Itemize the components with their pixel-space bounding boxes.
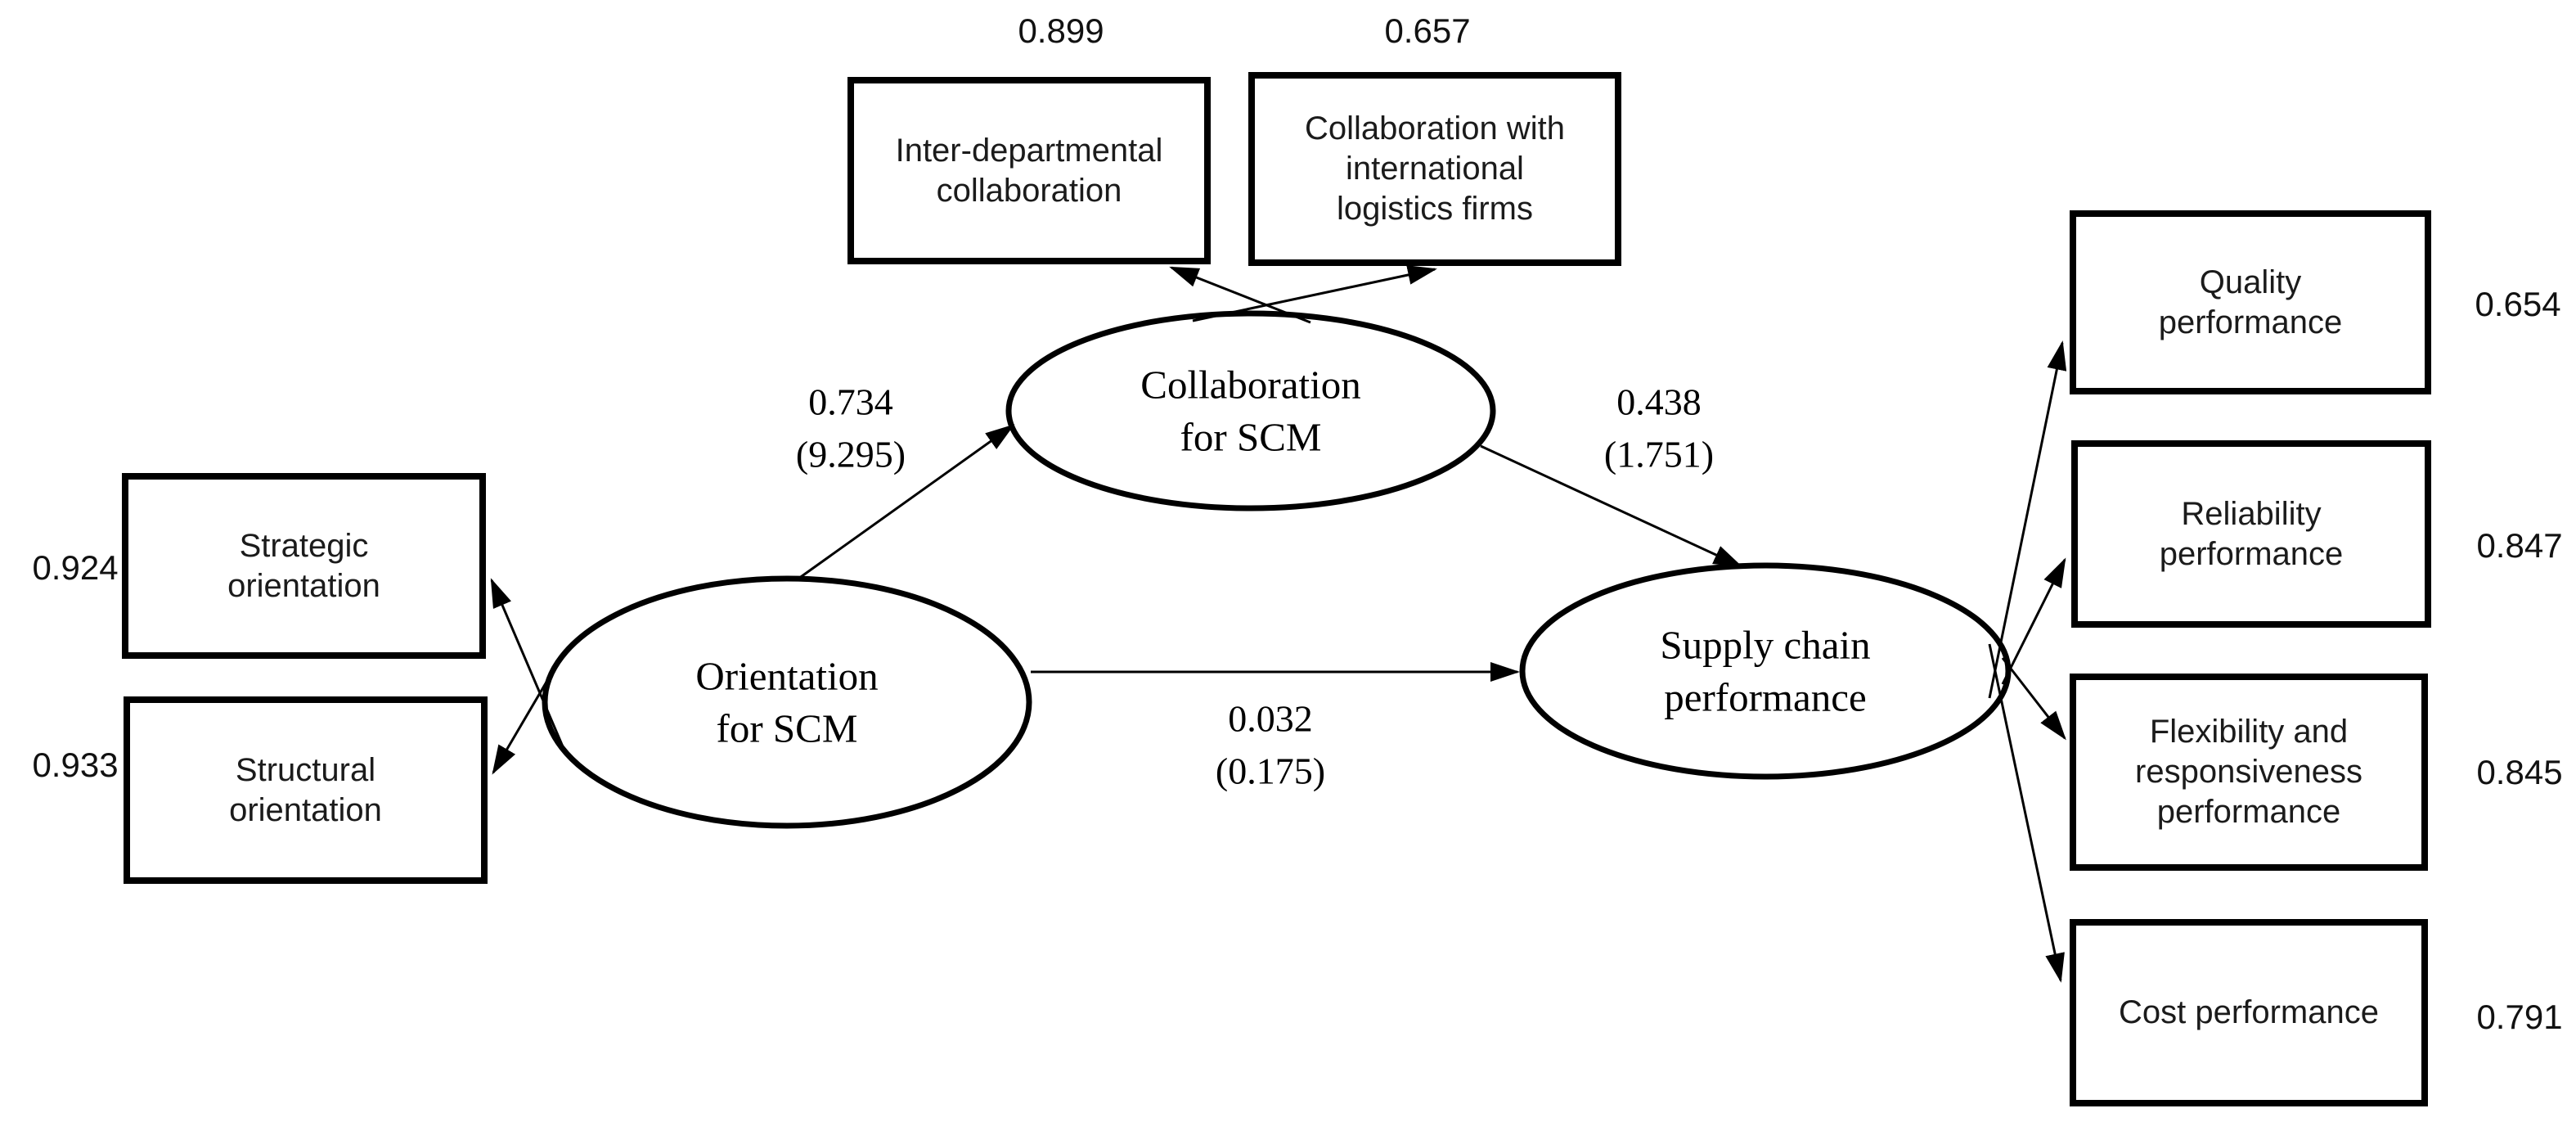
indicator-box-inter-departmental: Inter-departmental collaboration [847,77,1211,264]
indicator-box-flexibility: Flexibility and responsiveness performan… [2070,674,2428,871]
loading-quality: 0.654 [2475,285,2561,323]
latent-label-collaboration: Collaboration for SCM [1140,362,1361,459]
path-collaboration-to-supply [1480,444,1743,568]
latent-label-supply-chain: Supply chain performance [1660,622,1871,719]
arrow-collaboration-to-inter-departmental [1169,266,1311,324]
loading-inter-departmental: 0.899 [1018,11,1104,50]
latent-label-orientation: Orientation for SCM [695,653,879,750]
path-orientation-to-collaboration [798,424,1015,580]
indicator-box-reliability: Reliability performance [2071,440,2431,628]
indicator-box-quality: Quality performance [2070,210,2431,394]
arrow-supply-to-flexibility [2001,657,2066,741]
coefficient-collaboration-to-supply: 0.438 (1.751) [1603,381,1715,475]
loading-flexibility: 0.845 [2476,753,2563,791]
indicator-box-cost: Cost performance [2070,919,2428,1106]
loading-strategic: 0.924 [32,548,119,587]
loading-cost: 0.791 [2476,998,2563,1036]
indicator-box-intl-logistics: Collaboration with international logisti… [1248,72,1621,266]
loading-reliability: 0.847 [2476,526,2563,565]
loading-intl-logistics: 0.657 [1384,11,1471,50]
arrow-supply-to-quality [1988,340,2067,699]
collaboration-ellipse [1005,310,1496,511]
arrow-orientation-to-structural [492,655,564,775]
arrow-supply-to-cost [1988,643,2065,983]
arrow-collaboration-to-intl-logistics [1192,265,1437,322]
loading-structural: 0.933 [32,746,119,784]
coefficient-orientation-to-collaboration: 0.734 (9.295) [795,381,906,475]
arrow-supply-to-reliability [2001,557,2066,685]
indicator-box-strategic: Strategic orientation [122,473,486,659]
arrow-orientation-to-strategic [490,578,566,751]
coefficient-orientation-to-supply: 0.032 (0.175) [1215,697,1326,792]
indicator-box-structural: Structural orientation [124,696,488,884]
